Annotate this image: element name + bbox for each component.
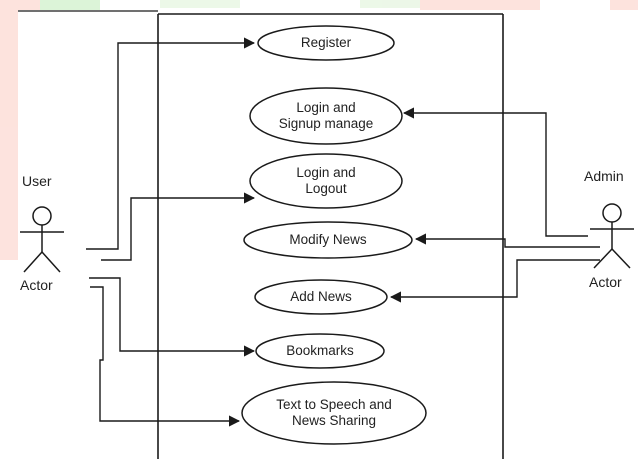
watermark-background [0,0,638,260]
admin-actor-role: Actor [589,274,622,290]
usecase-bookmarks-label: Bookmarks [286,343,354,358]
connector-admin-add-news [389,259,600,303]
connector-user-login-logout [101,192,256,261]
connector-user-register [86,37,256,250]
usecase-login-logout-label: Login and Logout [296,165,356,196]
system-boundary [18,10,504,459]
admin-actor-figure [590,203,634,269]
usecase-modify-news-label: Modify News [289,232,367,247]
usecase-tts-sharing-ellipse [241,381,427,445]
usecase-modify-news-ellipse [243,221,413,259]
admin-actor-name: Admin [584,168,624,184]
user-actor-role: Actor [20,277,53,293]
usecase-register-label: Register [300,35,352,50]
usecase-register-ellipse [257,25,395,61]
usecase-add-news-ellipse [254,279,388,315]
connector-user-tts-sharing [90,286,241,427]
connector-admin-modify-news [414,233,600,248]
usecase-bookmarks-ellipse [255,333,385,369]
usecase-login-signup-label: Login and Signup manage [278,100,374,131]
usecase-add-news-label: Add News [290,289,352,304]
usecase-tts-sharing-label: Text to Speech and News Sharing [276,397,392,428]
usecase-login-signup-ellipse [249,87,403,145]
user-actor-name: User [22,173,52,189]
connector-admin-login-signup [402,107,588,237]
connector-user-bookmarks [89,277,256,357]
usecase-login-logout-ellipse [249,153,403,209]
user-actor-figure [20,206,64,273]
